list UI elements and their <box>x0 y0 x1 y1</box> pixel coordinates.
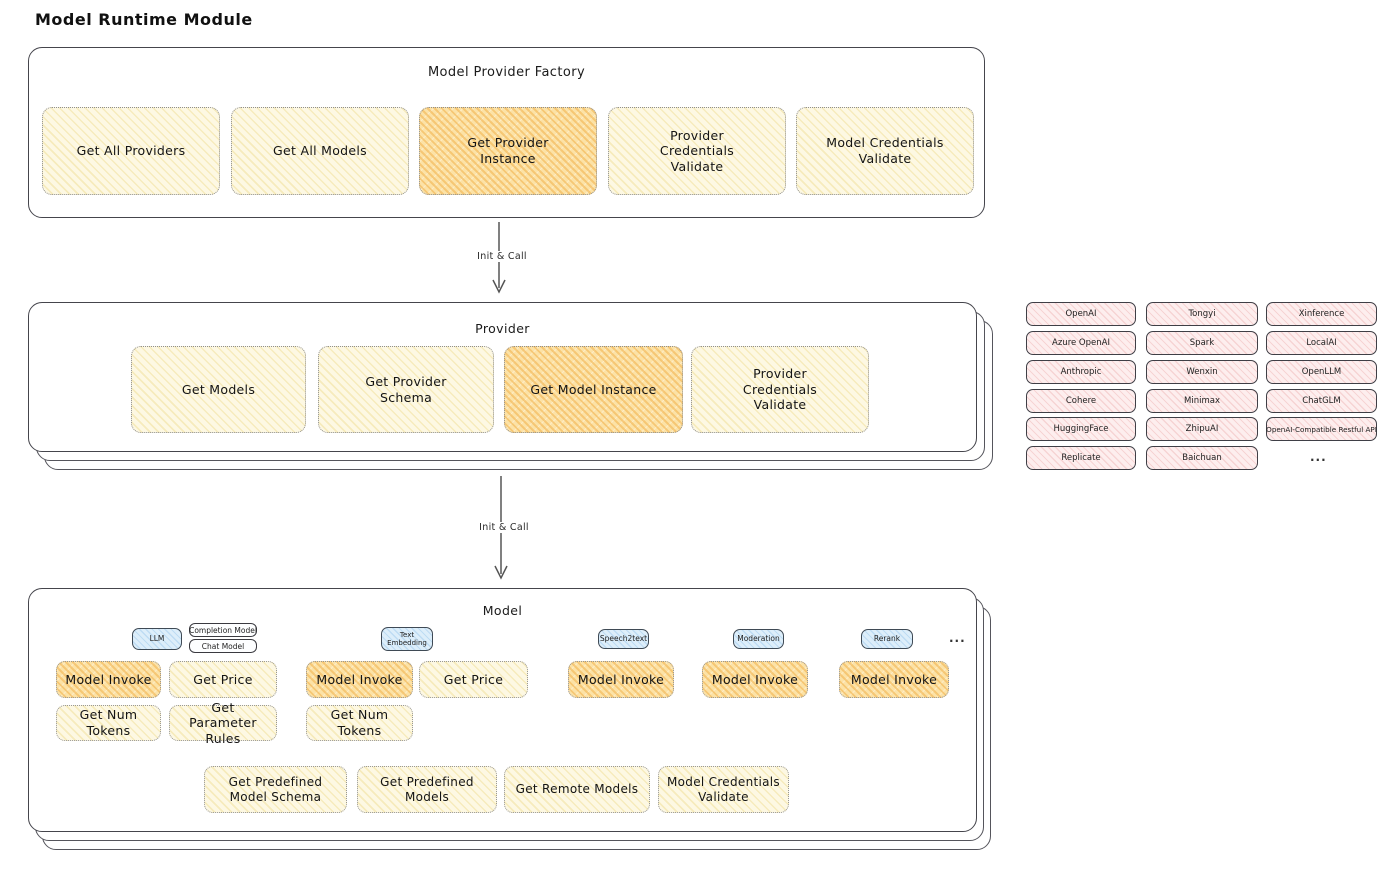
button-get-remote-models: Get Remote Models <box>504 766 650 813</box>
provider-chip-wenxin: Wenxin <box>1146 360 1258 384</box>
tab-completion-model: Completion Model <box>189 623 257 637</box>
button-llm-get-num-tokens: Get Num Tokens <box>56 705 161 741</box>
tab-speech2text: Speech2text <box>598 629 649 649</box>
provider-chip-replicate: Replicate <box>1026 446 1136 470</box>
provider-chip-baichuan: Baichuan <box>1146 446 1258 470</box>
provider-chip-xinference: Xinference <box>1266 302 1377 326</box>
tab-moderation: Moderation <box>733 629 784 649</box>
provider-chip-openai-compatible: OpenAI-Compatible Restful API <box>1266 417 1377 441</box>
provider-chip-localai: LocalAI <box>1266 331 1377 355</box>
button-embedding-get-price: Get Price <box>419 661 528 698</box>
button-moderation-model-invoke: Model Invoke <box>702 661 808 698</box>
provider-chip-minimax: Minimax <box>1146 389 1258 413</box>
providers-ellipsis: ... <box>1310 450 1327 464</box>
tab-text-embedding: Text Embedding <box>381 627 433 651</box>
button-llm-model-invoke: Model Invoke <box>56 661 161 698</box>
tab-rerank: Rerank <box>861 629 913 649</box>
provider-chip-azure-openai: Azure OpenAI <box>1026 331 1136 355</box>
button-get-all-providers: Get All Providers <box>42 107 220 195</box>
button-model-credentials-validate: Model Credentials Validate <box>796 107 974 195</box>
provider-box-title: Provider <box>475 321 530 336</box>
model-tabs-ellipsis: ... <box>949 631 966 645</box>
diagram-title: Model Runtime Module <box>35 10 253 29</box>
button-llm-get-parameter-rules: Get Parameter Rules <box>169 700 277 746</box>
provider-chip-openai: OpenAI <box>1026 302 1136 326</box>
provider-chip-chatglm: ChatGLM <box>1266 389 1377 413</box>
button-embedding-model-invoke: Model Invoke <box>306 661 413 698</box>
button-speech2text-model-invoke: Model Invoke <box>568 661 674 698</box>
button-provider-credentials-validate: Provider Credentials Validate <box>608 107 786 195</box>
provider-chip-openllm: OpenLLM <box>1266 360 1377 384</box>
button-model-credentials-validate-2: Model Credentials Validate <box>658 766 789 813</box>
model-box: Model LLM Completion Model Chat Model Te… <box>28 588 977 832</box>
button-get-provider-schema: Get Provider Schema <box>318 346 494 433</box>
provider-chip-cohere: Cohere <box>1026 389 1136 413</box>
provider-chip-anthropic: Anthropic <box>1026 360 1136 384</box>
button-get-models: Get Models <box>131 346 306 433</box>
button-get-provider-instance: Get Provider Instance <box>419 107 597 195</box>
tab-llm: LLM <box>132 628 182 650</box>
arrow-label-init-call-1: Init & Call <box>467 251 537 262</box>
provider-chip-spark: Spark <box>1146 331 1258 355</box>
button-llm-get-price: Get Price <box>169 661 277 698</box>
button-get-predefined-model-schema: Get Predefined Model Schema <box>204 766 347 813</box>
factory-box-title: Model Provider Factory <box>427 65 586 80</box>
button-embedding-get-num-tokens: Get Num Tokens <box>306 705 413 741</box>
provider-chip-tongyi: Tongyi <box>1146 302 1258 326</box>
button-get-model-instance: Get Model Instance <box>504 346 683 433</box>
button-get-all-models: Get All Models <box>231 107 409 195</box>
tab-chat-model: Chat Model <box>189 639 257 653</box>
button-get-predefined-models: Get Predefined Models <box>357 766 497 813</box>
button-provider-credentials-validate-2: Provider Credentials Validate <box>691 346 869 433</box>
model-box-title: Model <box>482 603 523 618</box>
button-rerank-model-invoke: Model Invoke <box>839 661 949 698</box>
arrow-label-init-call-2: Init & Call <box>469 522 539 533</box>
factory-box: Model Provider Factory Get All Providers… <box>28 47 985 218</box>
provider-box: Provider Get Models Get Provider Schema … <box>28 302 977 452</box>
provider-chip-zhipuai: ZhipuAI <box>1146 417 1258 441</box>
provider-chip-huggingface: HuggingFace <box>1026 417 1136 441</box>
